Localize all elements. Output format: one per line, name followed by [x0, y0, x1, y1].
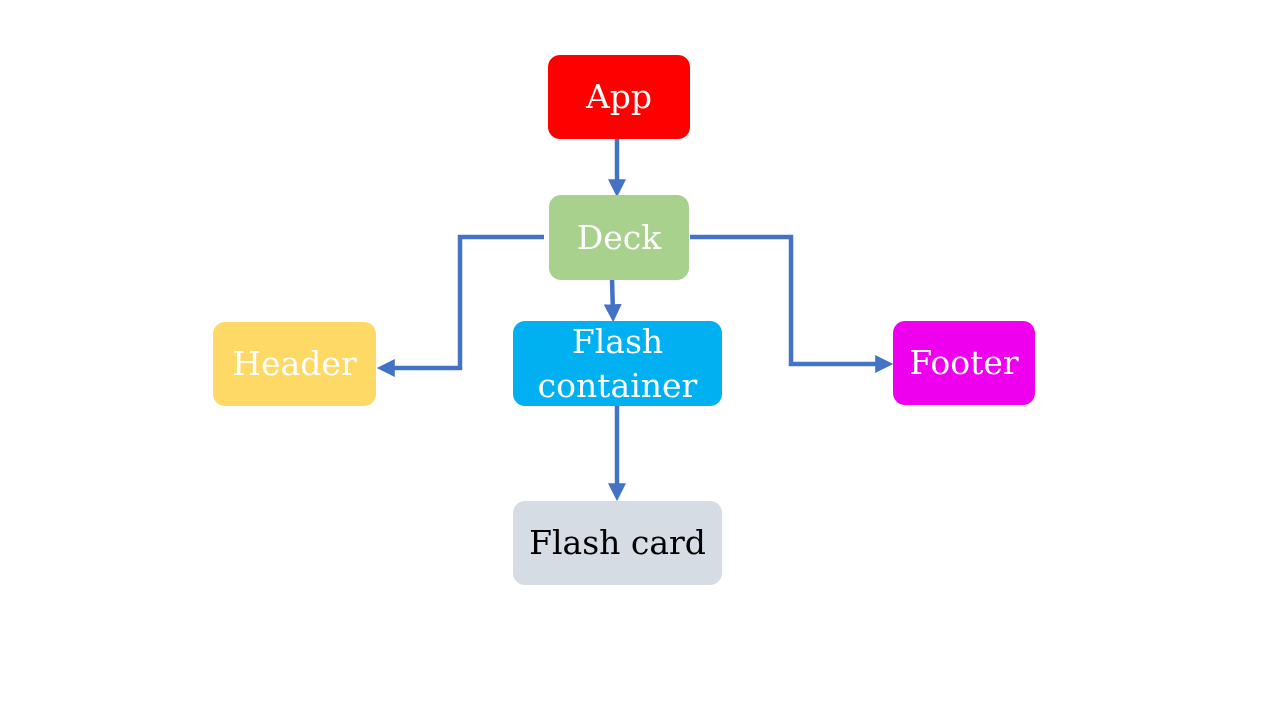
edge-deck-to-flash-container — [603, 277, 622, 323]
node-flash-card-label: Flash card — [529, 523, 706, 562]
node-deck: Deck — [549, 195, 689, 280]
node-flash-container-label: Flash container — [537, 321, 698, 405]
node-app-label: App — [585, 77, 653, 116]
node-app: App — [548, 55, 690, 139]
node-header: Header — [213, 322, 376, 406]
node-header-label: Header — [232, 344, 357, 383]
edge-deck-to-header — [376, 234, 544, 377]
edge-deck-to-footer — [690, 234, 894, 373]
node-flash-container: Flash container — [513, 321, 722, 406]
node-deck-label: Deck — [576, 217, 662, 257]
node-flash-card: Flash card — [513, 501, 722, 585]
node-footer-label: Footer — [909, 343, 1019, 382]
node-footer: Footer — [893, 321, 1035, 405]
